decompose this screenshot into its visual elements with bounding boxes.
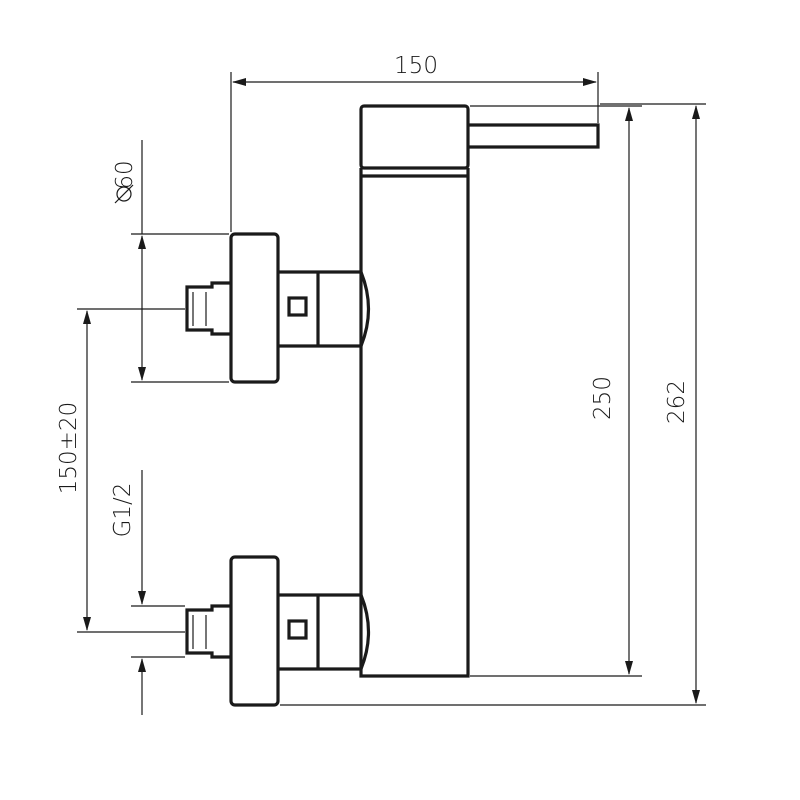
lever: [468, 123, 600, 149]
lower-square-mark: [287, 619, 308, 640]
upper-flange: [229, 232, 280, 384]
dim-top-width: 150: [394, 53, 438, 79]
lower-coupling: [278, 593, 361, 671]
main-body: [359, 168, 470, 678]
mixer-outline: [185, 104, 600, 707]
nut-details: [192, 292, 207, 649]
upper-coupling-curve: [359, 271, 371, 347]
dim-diameter: 60: [112, 160, 138, 189]
lower-coupling-curve: [359, 594, 371, 670]
dimension-lines: [77, 72, 706, 715]
lower-flange: [229, 555, 280, 707]
upper-square-mark: [287, 296, 308, 317]
diameter-symbol-icon: [114, 184, 134, 204]
lower-nut: [185, 604, 231, 659]
upper-nut: [185, 281, 231, 336]
dim-spacing: 150±20: [56, 402, 82, 494]
dim-body-height: 250: [590, 376, 616, 420]
upper-coupling: [278, 270, 361, 348]
handle-cap: [359, 104, 470, 170]
dim-thread: G1/2: [110, 483, 136, 538]
dim-total-height: 262: [664, 380, 690, 424]
